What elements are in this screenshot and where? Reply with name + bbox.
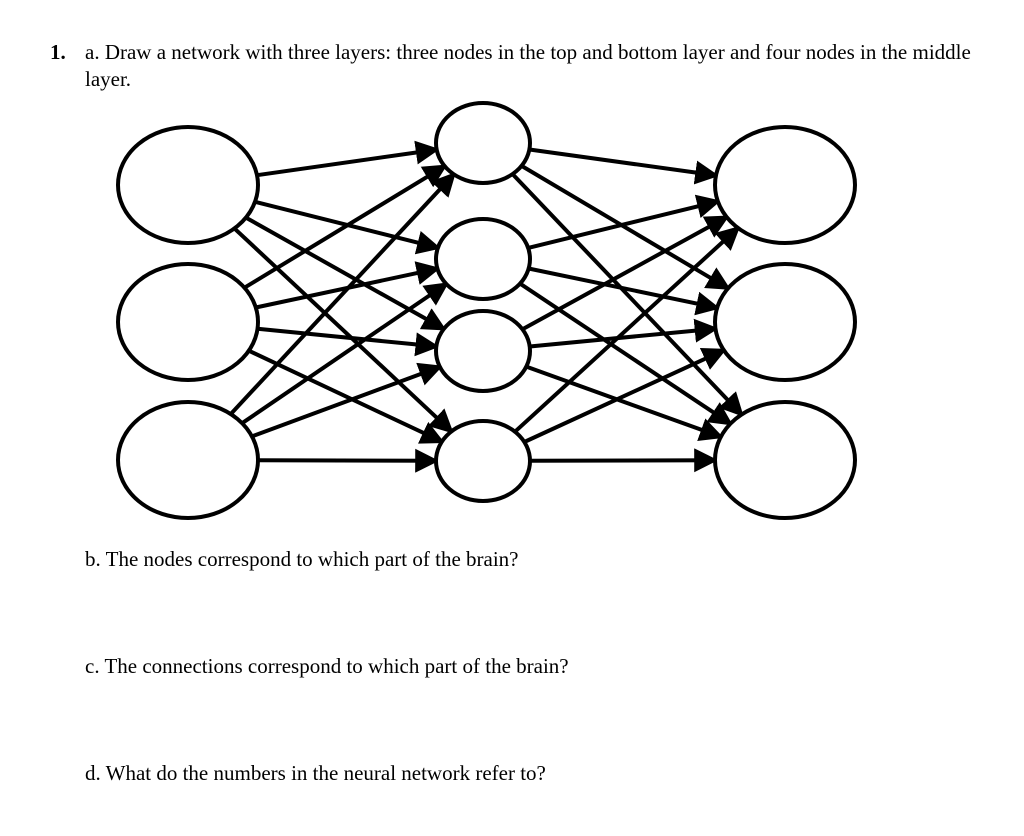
question-part-d: d. What do the numbers in the neural net… — [85, 761, 546, 785]
connection-arrow-1-1-1 — [256, 140, 440, 178]
node-layer3-2 — [713, 262, 857, 382]
connection-arrow-2-2-1 — [527, 194, 722, 250]
connection-arrow-2-4-2 — [523, 347, 727, 444]
connection-arrow-2-3-3 — [525, 364, 724, 442]
connection-arrow-2-4-3 — [529, 448, 719, 473]
connection-arrow-1-2-1 — [243, 164, 448, 290]
node-layer2-4 — [434, 419, 532, 503]
connection-arrow-1-2-4 — [247, 348, 445, 444]
question-part-b: b. The nodes correspond to which part of… — [85, 547, 519, 571]
connection-arrow-2-2-3 — [518, 281, 734, 426]
node-layer2-2 — [434, 217, 532, 301]
connection-arrow-2-3-1 — [521, 215, 730, 332]
connection-arrow-1-1-4 — [233, 226, 454, 434]
node-layer1-1 — [116, 125, 260, 245]
node-layer2-3 — [434, 309, 532, 393]
connection-arrow-2-1-1 — [529, 147, 720, 185]
question-part-c: c. The connections correspond to which p… — [85, 654, 569, 678]
question-part-a: a. Draw a network with three layers: thr… — [85, 40, 971, 91]
connection-arrow-1-2-3 — [257, 326, 440, 357]
connection-arrow-2-4-1 — [513, 225, 741, 434]
node-layer2-1 — [434, 101, 532, 185]
connection-arrow-2-3-2 — [529, 318, 719, 349]
connection-arrow-1-3-1 — [229, 172, 456, 416]
question-number: 1. — [50, 40, 66, 64]
connection-group — [229, 140, 744, 473]
node-layer1-2 — [116, 262, 260, 382]
node-layer3-1 — [713, 125, 857, 245]
connection-arrow-1-3-3 — [251, 362, 443, 439]
node-group — [116, 101, 857, 520]
connection-arrow-2-1-2 — [520, 164, 731, 291]
connection-arrow-1-3-4 — [257, 448, 440, 473]
connection-arrow-2-1-3 — [511, 172, 744, 417]
node-layer3-3 — [713, 400, 857, 520]
connection-arrow-1-3-2 — [240, 282, 449, 425]
connection-arrow-2-2-2 — [528, 266, 721, 316]
node-layer1-3 — [116, 400, 260, 520]
